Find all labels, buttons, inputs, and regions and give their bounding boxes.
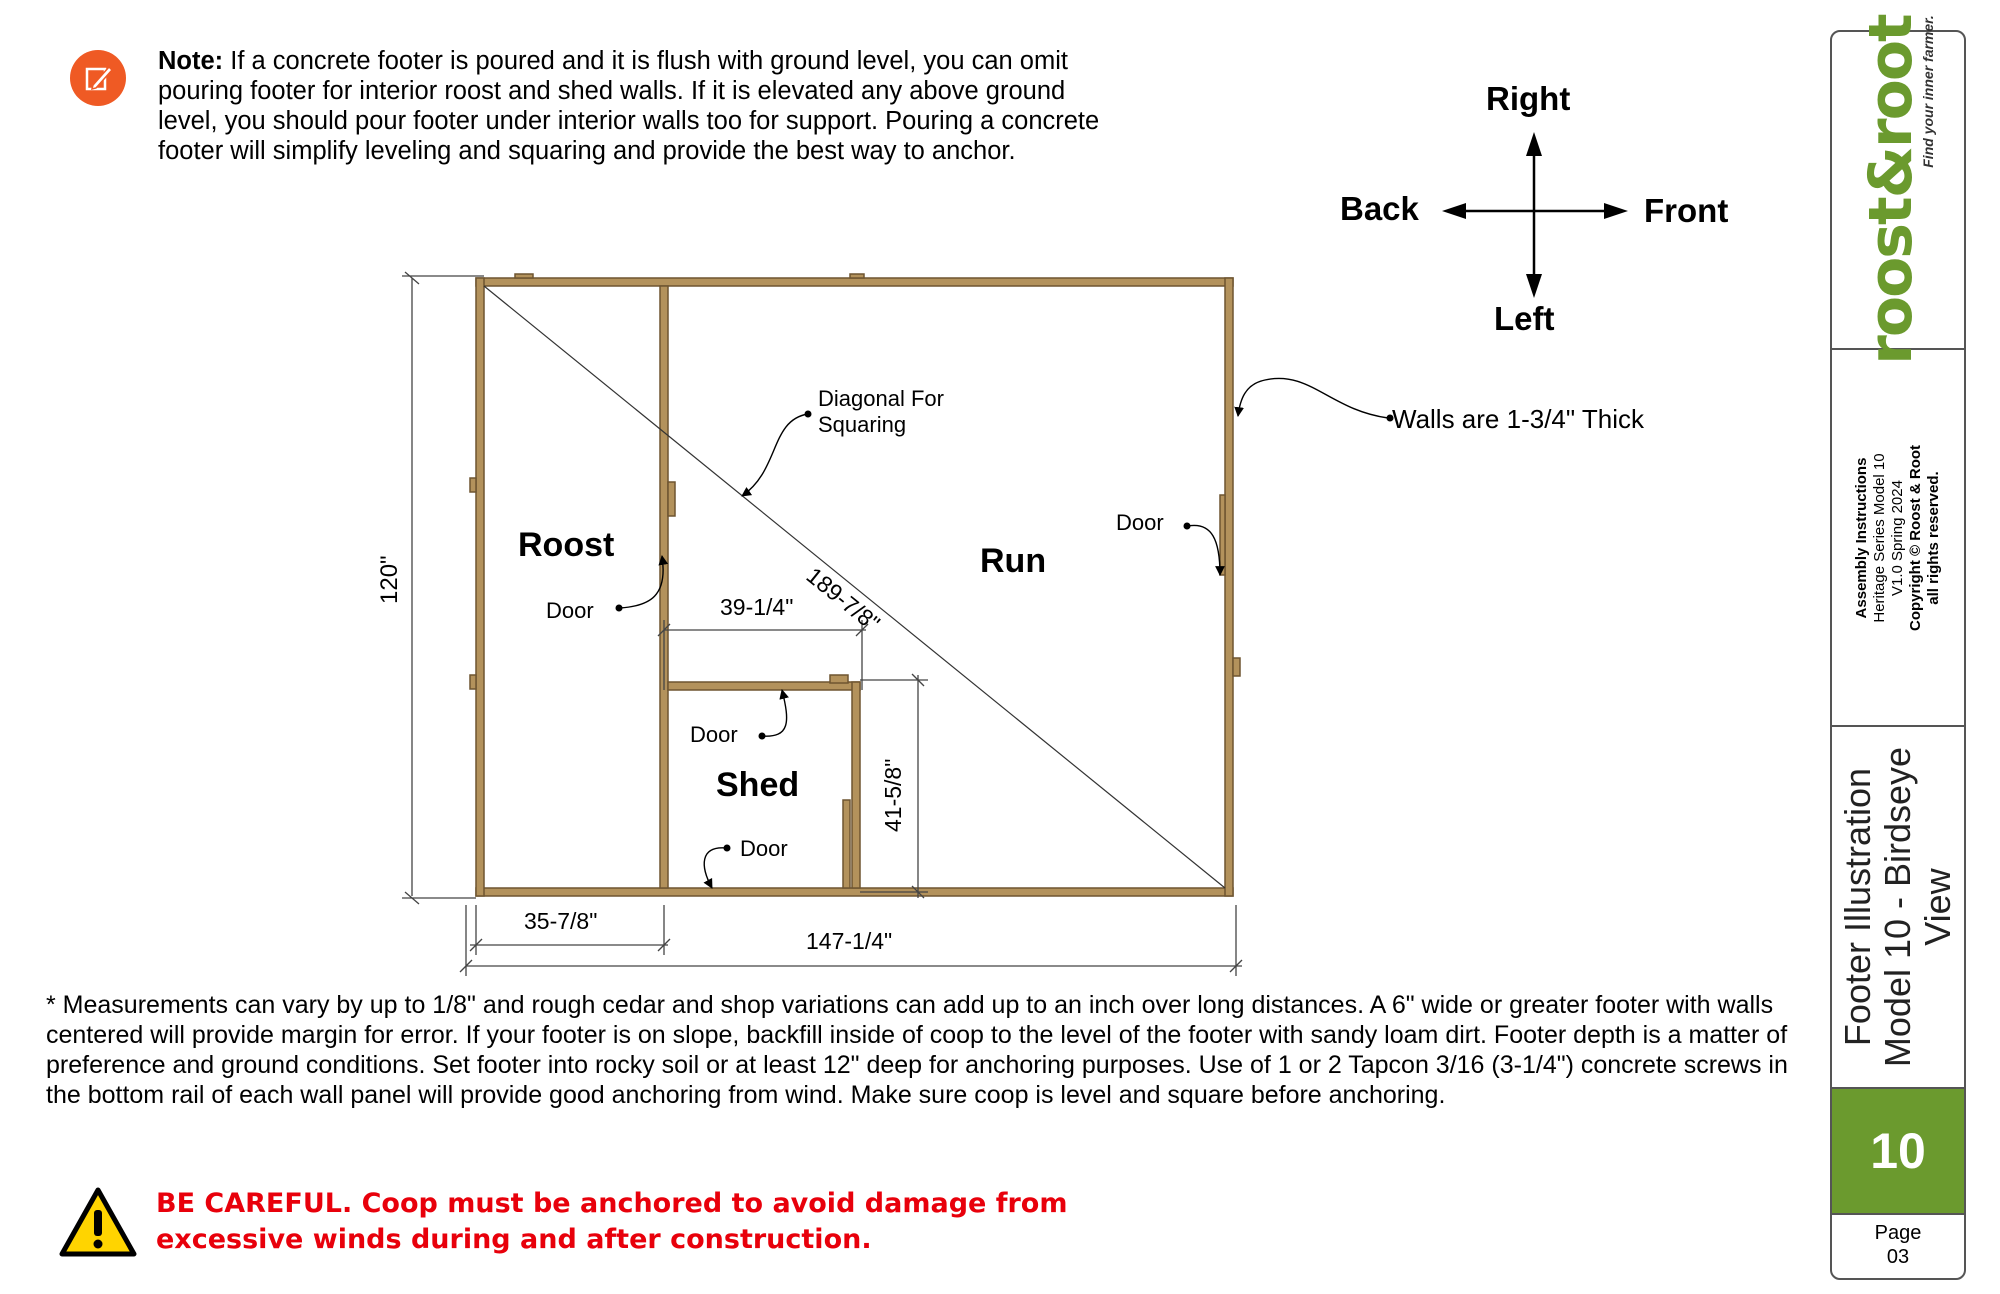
assembly-info-section: Assembly Instructions Heritage Series Mo… <box>1832 350 1964 727</box>
door-run-label: Door <box>1116 510 1164 535</box>
shed-label: Shed <box>716 766 800 804</box>
brand-tagline: Find your inner farmer. <box>1920 15 1936 168</box>
compass-left-label: Left <box>1494 300 1555 337</box>
compass-arrows-icon <box>1442 132 1628 298</box>
note-pencil-icon <box>70 50 126 106</box>
door-shed-bottom-label: Door <box>740 836 788 861</box>
series-name: Heritage Series Model 10 <box>1871 452 1888 623</box>
roost-width-dimension: 35-7/8" <box>524 908 598 934</box>
compass-back-label: Back <box>1340 190 1419 227</box>
door-roost-label: Door <box>546 598 594 623</box>
title-block-sidebar: roost&root Find your inner farmer. Assem… <box>1830 15 1966 1280</box>
door-shed-top-label: Door <box>690 722 738 747</box>
shed-width-dimension: 39-1/4" <box>720 594 794 620</box>
shed-depth-dimension: 41-5/8" <box>880 758 906 832</box>
brand-logo: roost&root <box>1856 15 1926 365</box>
height-dimension: 120" <box>376 555 403 604</box>
warning-icon <box>58 1186 138 1258</box>
note-body: If a concrete footer is poured and it is… <box>158 47 1100 165</box>
page-indicator: Page 03 <box>1832 1215 1964 1269</box>
version-label: V1.0 Spring 2024 <box>1889 479 1906 596</box>
roost-label: Roost <box>518 526 615 564</box>
floor-plan: Walls are 1-3/4" Thick Diagonal For Squa… <box>376 271 1644 976</box>
drawing-title-line1: Footer Illustration <box>1837 767 1878 1047</box>
walls-thickness-label: Walls are 1-3/4" Thick <box>1392 404 1644 434</box>
copyright-label: Copyright © Roost & Root <box>1907 444 1924 631</box>
rights-label: all rights reserved. <box>1925 470 1942 605</box>
compass-front-label: Front <box>1644 192 1729 229</box>
warning-message: BE CAREFUL. Coop must be anchored to avo… <box>156 1186 1076 1258</box>
compass: Right Back Front Left <box>1340 60 1760 350</box>
page-label: Page <box>1874 1222 1922 1244</box>
diagonal-label-line1: Diagonal For <box>818 386 944 411</box>
measurements-note: * Measurements can vary by up to 1/8" an… <box>46 991 1788 1109</box>
total-width-dimension: 147-1/4" <box>806 928 893 954</box>
floor-plan-drawing <box>402 271 1394 976</box>
diagonal-label-line2: Squaring <box>818 412 907 437</box>
assembly-title: Assembly Instructions <box>1853 457 1870 618</box>
warning-line-1: BE CAREFUL. Coop must be anchored to avo… <box>156 1188 1068 1219</box>
compass-right-label: Right <box>1486 80 1571 117</box>
note-paragraph: Note: If a concrete footer is poured and… <box>158 46 1108 166</box>
warning-line-2: excessive winds during and after constru… <box>156 1224 872 1255</box>
drawing-title-section: Footer Illustration Model 10 - Birdseye … <box>1832 727 1964 1089</box>
drawing-title-line3: View <box>1917 868 1958 946</box>
note-label: Note: <box>158 47 224 75</box>
model-number-badge: 10 <box>1832 1089 1964 1215</box>
page-number: 03 <box>1886 1246 1910 1268</box>
drawing-title-line2: Model 10 - Birdseye <box>1877 746 1918 1068</box>
logo-section: roost&root Find your inner farmer. <box>1832 15 1964 365</box>
run-label: Run <box>980 542 1047 580</box>
